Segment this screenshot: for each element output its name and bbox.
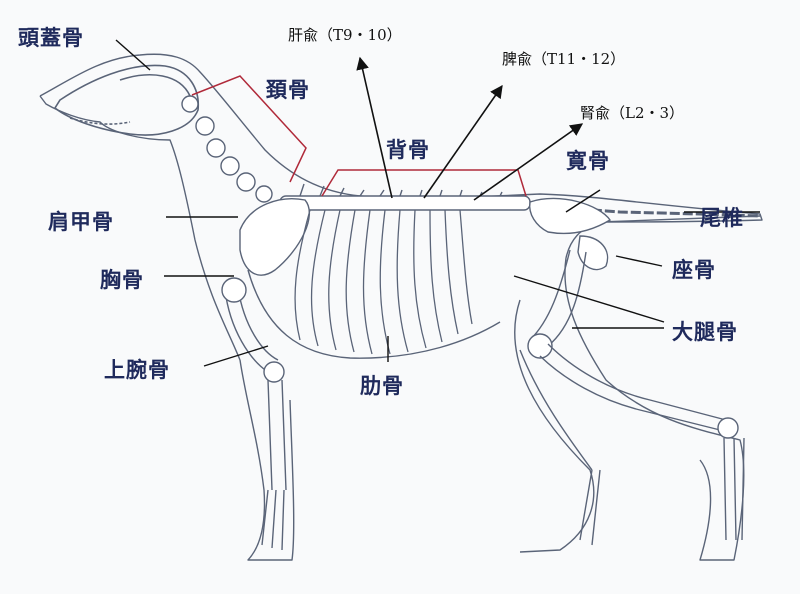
label-sacrum: 寛骨 <box>566 149 610 173</box>
back-bracket <box>321 169 527 197</box>
foreleg-bones <box>221 277 287 551</box>
sacrum-leader <box>565 189 601 213</box>
label-sternum: 胸骨 <box>100 268 144 292</box>
point-liver: 肝兪（T9・10） <box>288 26 402 44</box>
scapula-bone <box>239 198 310 276</box>
label-humerus: 上腕骨 <box>104 358 170 382</box>
pelvis-bone <box>529 197 611 271</box>
humerus-leader <box>203 345 269 367</box>
label-skull: 頭蓋骨 <box>18 26 84 50</box>
label-back: 背骨 <box>386 138 430 162</box>
acupoint-arrows <box>356 56 584 201</box>
hindleg-bones <box>519 249 745 546</box>
label-ischium: 座骨 <box>672 258 716 282</box>
label-femur: 大腿骨 <box>672 320 738 344</box>
liver-arrow <box>356 56 393 199</box>
ischium-leader <box>615 255 663 267</box>
spleen-arrow <box>423 84 503 199</box>
ribcage <box>294 209 473 355</box>
skull-leader <box>115 39 151 71</box>
body-outline <box>39 53 763 561</box>
femur-leader-1 <box>513 275 665 323</box>
label-cervical: 頚骨 <box>266 78 310 102</box>
region-brackets <box>191 75 527 197</box>
point-spleen: 脾兪（T11・12） <box>502 50 626 68</box>
leader-lines <box>115 39 760 367</box>
label-rib: 肋骨 <box>360 374 404 398</box>
label-scapula: 肩甲骨 <box>48 210 114 234</box>
cervical-bracket <box>191 75 307 183</box>
point-kidney: 腎兪（L2・3） <box>580 104 685 122</box>
kidney-arrow <box>473 123 584 201</box>
skull-shape <box>53 64 200 136</box>
label-tail: 尾椎 <box>700 206 744 230</box>
